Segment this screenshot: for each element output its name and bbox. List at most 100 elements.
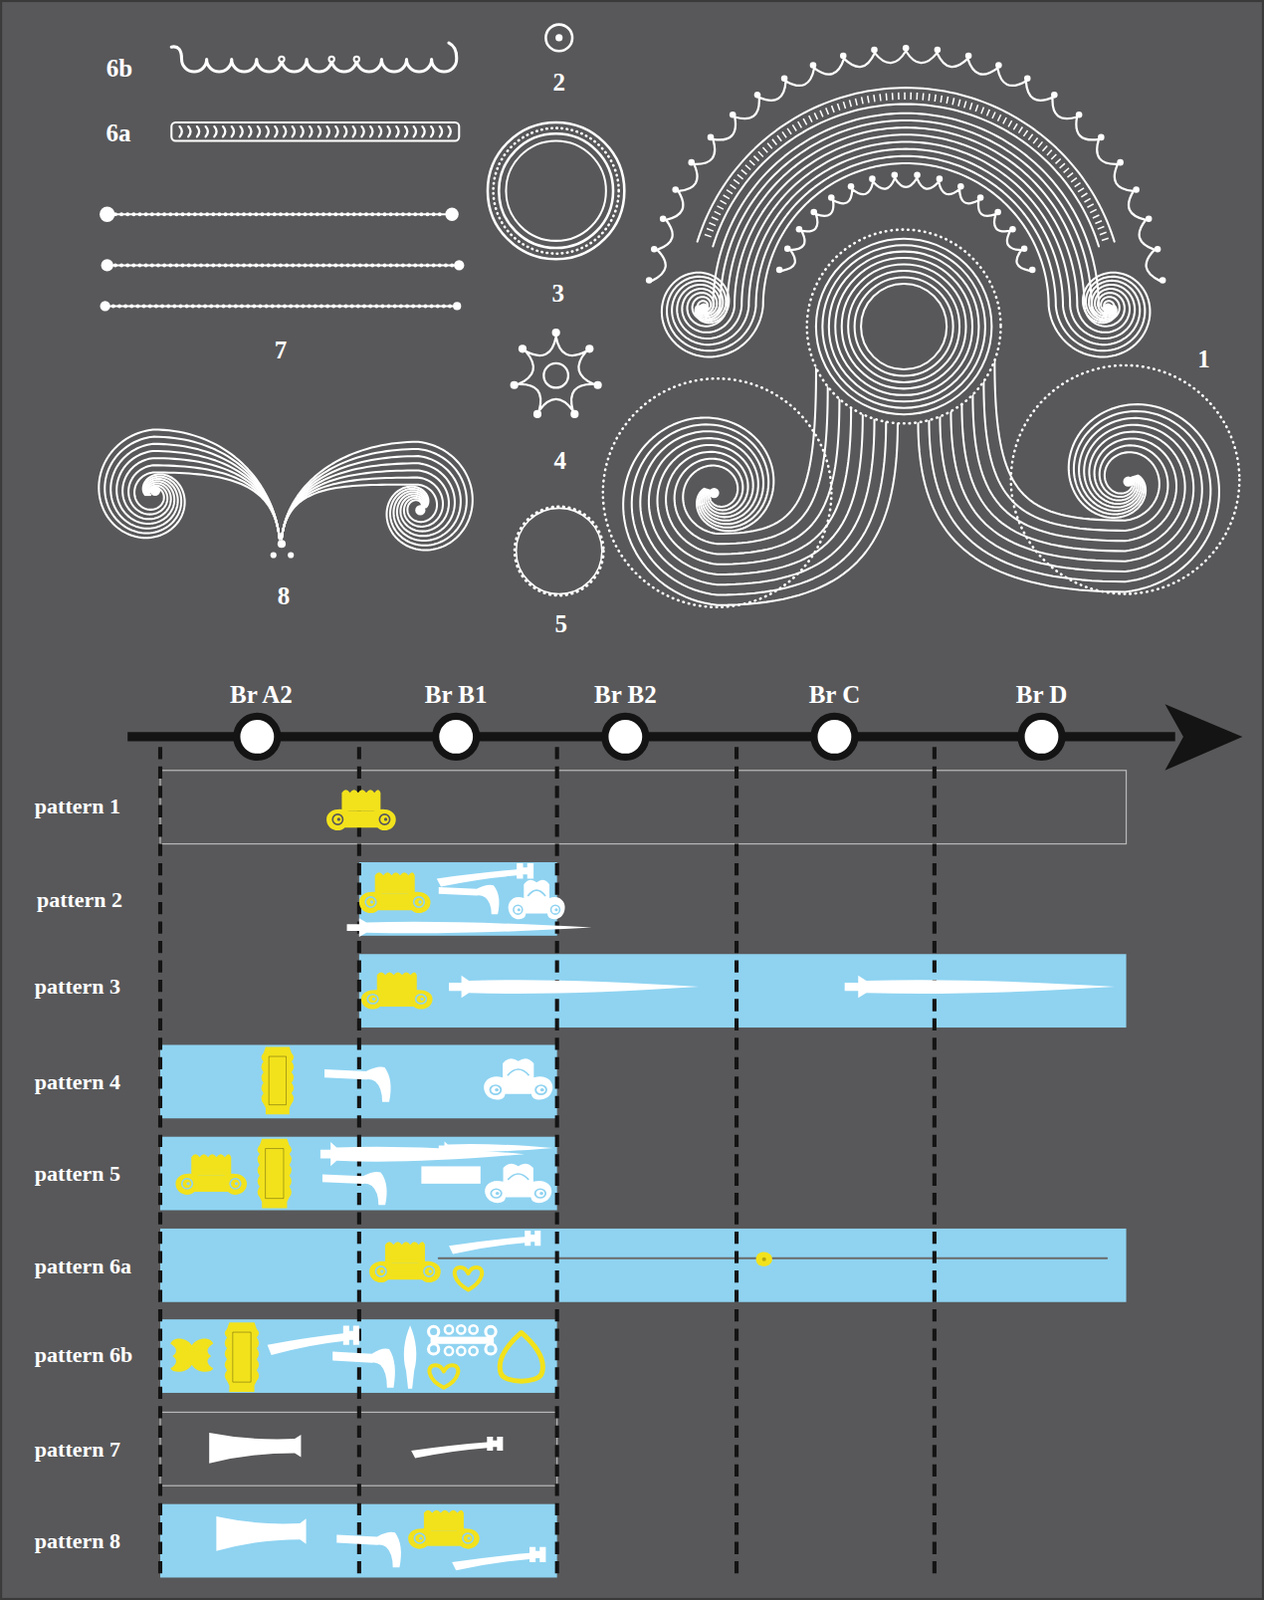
ornament-dot [150, 485, 161, 496]
butterfly-icon [170, 1338, 213, 1372]
ornament-dot [510, 381, 519, 390]
bead-dot [307, 304, 312, 309]
icon-curl [535, 1188, 546, 1198]
bead-dot [290, 211, 295, 216]
bead-dot [156, 263, 161, 268]
bead-dot [389, 211, 394, 216]
ornament-dot [287, 551, 294, 558]
comma-mark [327, 126, 330, 137]
pattern-label: pattern 1 [34, 795, 121, 818]
bead-dot [358, 263, 363, 268]
comma-mark [213, 126, 216, 137]
bead-dot [214, 304, 219, 309]
ornament-detail [507, 1173, 529, 1180]
bead-dot [303, 211, 308, 216]
bead-hole [762, 1257, 767, 1262]
comma-mark [231, 126, 234, 137]
ornament-dot [585, 344, 594, 353]
festoon-dot [754, 91, 762, 99]
spiral-line [98, 428, 280, 539]
comma-mark [222, 126, 225, 137]
period-marker [605, 715, 646, 757]
ornament-loop [485, 1343, 496, 1354]
ornament-loop [456, 1346, 465, 1355]
period-marker [814, 715, 855, 757]
figure-number: 2 [552, 69, 566, 95]
festoon-dot [994, 209, 1002, 216]
star-outline [518, 336, 595, 411]
comma-mark [309, 126, 312, 137]
arch-hatching [706, 95, 1106, 240]
festoon-dot [934, 46, 942, 54]
bead-dot [321, 263, 326, 268]
icon-curl [539, 1191, 544, 1195]
sword [438, 1140, 554, 1154]
icon-curl [416, 994, 427, 1004]
bead-dot [346, 263, 351, 268]
bead-dot [199, 211, 204, 216]
bead-dot [301, 304, 306, 309]
ornament-dot [533, 410, 542, 419]
comma-mark [266, 126, 269, 137]
shafthole-axe [332, 1348, 396, 1388]
bead-dot [125, 211, 130, 216]
ornament-dot [1122, 476, 1133, 487]
bead-dot [181, 263, 186, 268]
ornament-dot [452, 301, 461, 310]
comma-mark [179, 126, 182, 137]
bead-dot [374, 304, 379, 309]
pattern-label: pattern 4 [34, 1070, 121, 1093]
bead-dot [344, 304, 349, 309]
sword [844, 975, 1116, 999]
ornament-ring [514, 506, 604, 596]
bead-dot [425, 263, 430, 268]
festoon-dot [936, 175, 944, 183]
pendant-ring [499, 1331, 543, 1381]
bead-line [105, 304, 458, 307]
bead-dot [223, 263, 228, 268]
ornament-plate [341, 789, 381, 812]
bead-dot [395, 263, 400, 268]
bead-dot [333, 263, 338, 268]
ornament-drawings [98, 24, 1240, 608]
bead-dot [325, 304, 330, 309]
spiral-line [656, 408, 851, 565]
bead-dot [260, 211, 265, 216]
bead-dot [229, 263, 234, 268]
ornament-plate [175, 1173, 247, 1195]
bead-dot [389, 263, 394, 268]
festoon-dot [913, 171, 921, 179]
comma-mark [292, 126, 295, 137]
ornament-dot [277, 55, 285, 63]
icon-curl [365, 896, 377, 907]
pattern-label: pattern 2 [36, 888, 123, 911]
festoon-dot [1029, 266, 1037, 274]
comma-mark [283, 126, 286, 137]
bead-dot [187, 263, 192, 268]
axelong-icon [448, 1230, 541, 1255]
crown-icon [175, 1153, 247, 1195]
ornament-dot [555, 33, 563, 41]
bead-dot [229, 211, 234, 216]
axe [448, 1230, 541, 1255]
icon-curl [229, 1178, 241, 1189]
bead-dot [383, 211, 388, 216]
bead-dot [346, 211, 351, 216]
bead-dot [144, 211, 149, 216]
bead-dot [210, 211, 215, 216]
comma-mark [197, 126, 200, 137]
bead-dot [401, 263, 406, 268]
ornament-dot [518, 344, 527, 353]
bead-dot [370, 263, 375, 268]
ornament-plate [375, 871, 416, 894]
bead-dot [216, 263, 221, 268]
comma-mark [274, 126, 277, 137]
ornament-ring [847, 270, 960, 383]
flataxe-icon [209, 1432, 301, 1464]
figure-number: 5 [555, 611, 569, 636]
bead-dot [266, 263, 271, 268]
bead-dot [399, 304, 404, 309]
bead-dot [407, 211, 412, 216]
bead-dot [247, 263, 252, 268]
icon-curl [428, 1268, 432, 1272]
